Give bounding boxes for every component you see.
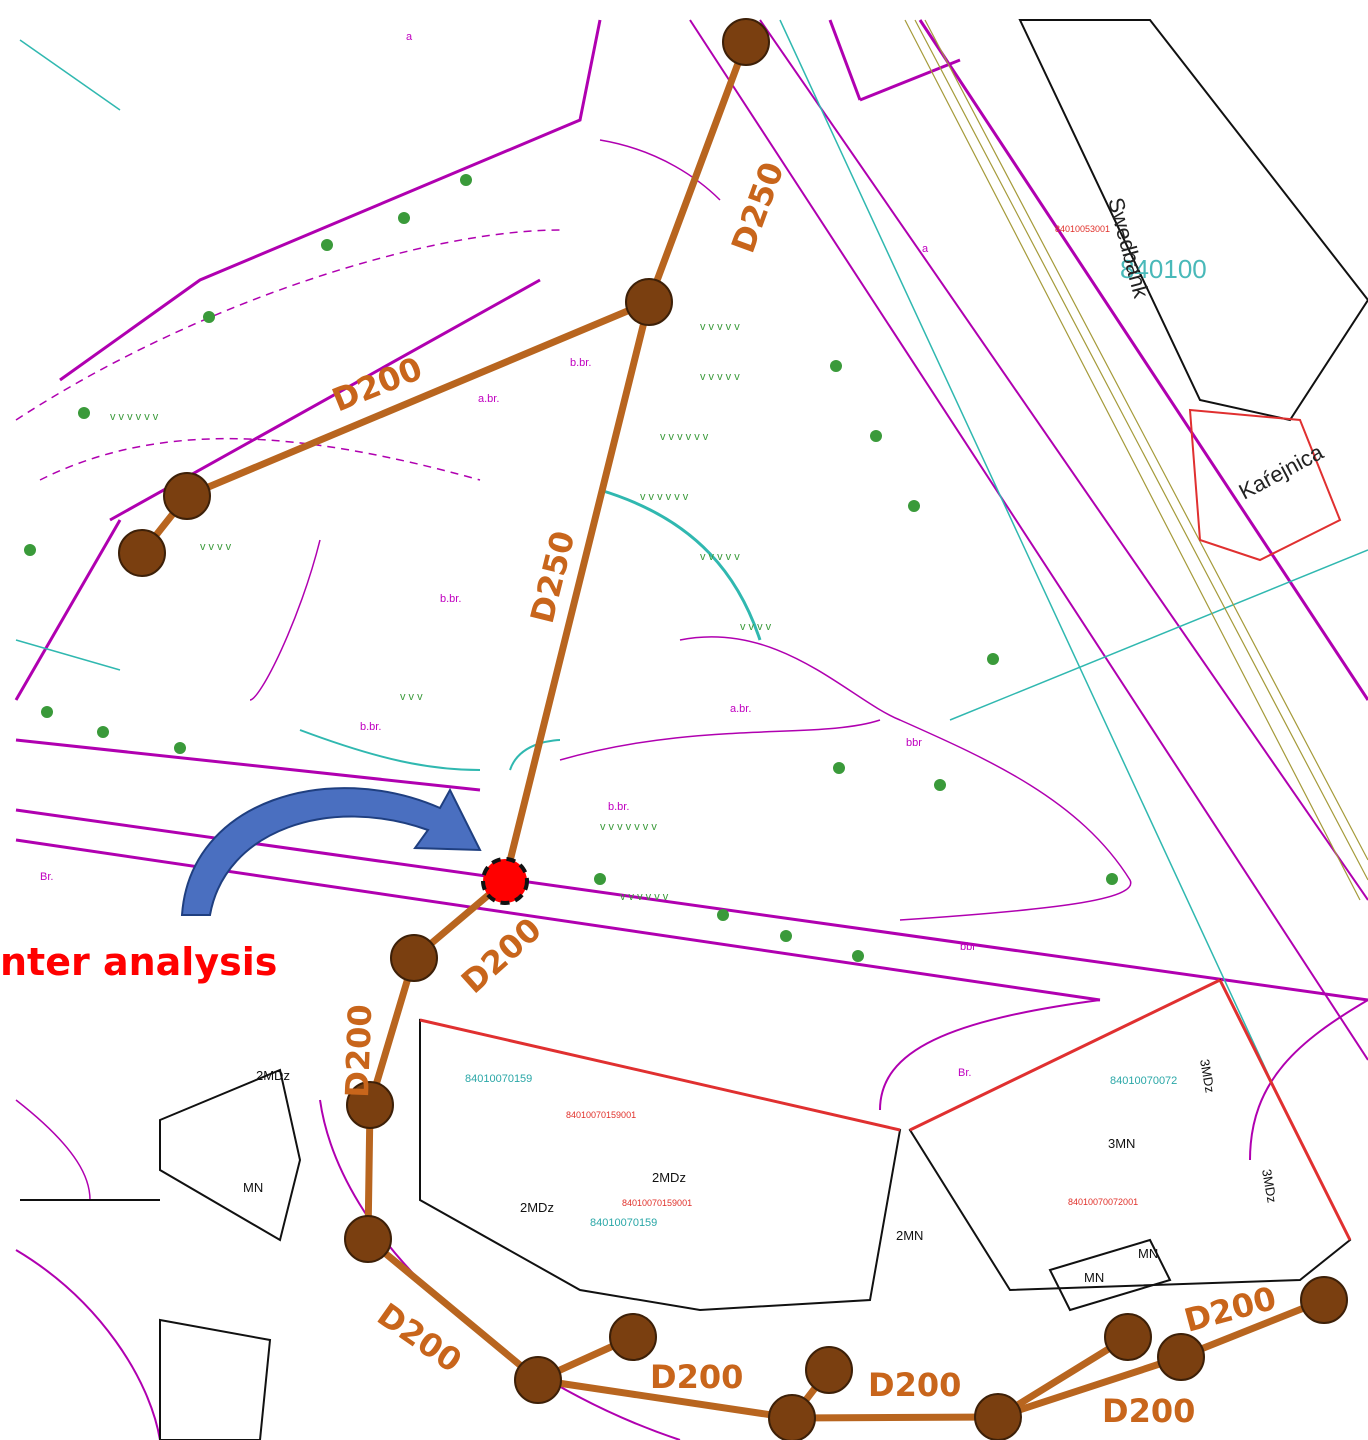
manhole-s6: [768, 1394, 816, 1440]
label-2mdz-3: 2MDz: [256, 1068, 290, 1083]
manhole-s3: [344, 1215, 392, 1263]
label-br-4: a.br.: [730, 703, 751, 715]
utility-lines-teal: [15, 19, 1368, 1101]
manhole-s5: [609, 1313, 657, 1361]
label-2mn: 2MN: [896, 1228, 923, 1243]
buildings: [20, 19, 1368, 1440]
manhole-s1: [390, 934, 438, 982]
label-br-8: Br.: [958, 1067, 971, 1079]
label-br-7: Br.: [40, 871, 53, 883]
label-br-10: a: [922, 243, 929, 255]
label-parcel-big-bank: 840100: [1120, 254, 1207, 284]
manholes: [118, 18, 1348, 1440]
svg-text:v v v v: v v v v: [740, 621, 772, 633]
svg-text:v v v v v: v v v v v: [700, 551, 740, 563]
label-2mdz-1: 2MDz: [652, 1170, 686, 1185]
svg-text:v v v v v v: v v v v v v: [620, 891, 669, 903]
svg-text:v v v v v: v v v v v: [700, 371, 740, 383]
manhole-s10: [1157, 1333, 1205, 1381]
label-mn-2: MN: [1084, 1270, 1104, 1285]
manhole-s2: [346, 1081, 394, 1129]
label-br-6: bbr: [906, 737, 922, 749]
pipe-label-d200-se1: D200: [1102, 1392, 1195, 1430]
label-br-1: b.br.: [440, 593, 461, 605]
target-node: [481, 857, 529, 905]
svg-text:v v v v: v v v v: [200, 541, 232, 553]
map-labels: 840100 84010053001 Swedbank Kaŕejnica 84…: [40, 31, 1328, 1285]
manhole-w1: [163, 472, 211, 520]
pipe-label-d200-s2: D200: [868, 1366, 961, 1404]
pipe-label-d200-center: D200: [454, 910, 549, 1001]
pipe-label-d200-west: D200: [327, 349, 428, 419]
label-parcel-left-building: 84010070159: [465, 1073, 532, 1085]
pipe-label-d200-s1: D200: [650, 1358, 743, 1396]
manhole-s8: [974, 1393, 1022, 1440]
label-karelnica: Kaŕejnica: [1235, 439, 1328, 504]
label-parcel-left-building-red: 84010070159001: [566, 1110, 636, 1120]
svg-text:v v v v v: v v v v v: [700, 321, 740, 333]
arrow-icon: [180, 787, 482, 916]
label-parcel-left-building2: 84010070159: [590, 1217, 657, 1229]
label-mn-1: MN: [243, 1180, 263, 1195]
manhole-w2: [118, 529, 166, 577]
label-br-2: b.br.: [570, 357, 591, 369]
annotation-text: nter analysis: [0, 940, 277, 984]
label-br-12: bbr: [960, 941, 976, 953]
label-br-11: b.br.: [608, 801, 629, 813]
label-bank-name: Swedbank: [1103, 195, 1154, 302]
svg-text:v v v v v v v: v v v v v v v: [600, 821, 657, 833]
manhole-ne: [625, 278, 673, 326]
manhole-s11: [1300, 1276, 1348, 1324]
utility-lines-olive: [904, 19, 1368, 901]
parcel-boundaries: [14, 19, 1368, 1440]
sewer-pipes: [138, 38, 1328, 1422]
manhole-n: [722, 18, 770, 66]
svg-text:v v v v v v: v v v v v v: [110, 411, 159, 423]
svg-text:v v v v v v: v v v v v v: [660, 431, 709, 443]
vegetation-marks: v v v v v v v v v v v v v v v v v v v v …: [110, 321, 772, 903]
svg-text:v v v v v v: v v v v v v: [640, 491, 689, 503]
tree-symbols: [24, 174, 1118, 962]
label-3mn: 3MN: [1108, 1136, 1135, 1151]
label-parcel-right-building: 84010070072: [1110, 1075, 1177, 1087]
manhole-s4: [514, 1356, 562, 1404]
manhole-s9: [1104, 1313, 1152, 1361]
label-3mdz-2: 3MDz: [1259, 1168, 1280, 1204]
label-br-5: a.br.: [478, 393, 499, 405]
label-2mdz-2: 2MDz: [520, 1200, 554, 1215]
label-parcel-left-building-red2: 84010070159001: [622, 1198, 692, 1208]
label-parcel-right-building-red: 84010070072001: [1068, 1197, 1138, 1207]
label-mn-3: MN: [1138, 1246, 1158, 1261]
label-3mdz-1: 3MDz: [1197, 1058, 1218, 1094]
pipe-label-d200-vertical: D200: [338, 1004, 379, 1099]
pipe-label-d200-se2: D200: [1180, 1279, 1280, 1340]
label-br-3: b.br.: [360, 721, 381, 733]
svg-text:v v v: v v v: [400, 691, 423, 703]
manhole-s7: [805, 1346, 853, 1394]
pipe-label-d250-north: D250: [724, 157, 792, 258]
label-br-9: a: [406, 31, 413, 43]
label-parcel-bank-red: 84010053001: [1055, 224, 1110, 234]
